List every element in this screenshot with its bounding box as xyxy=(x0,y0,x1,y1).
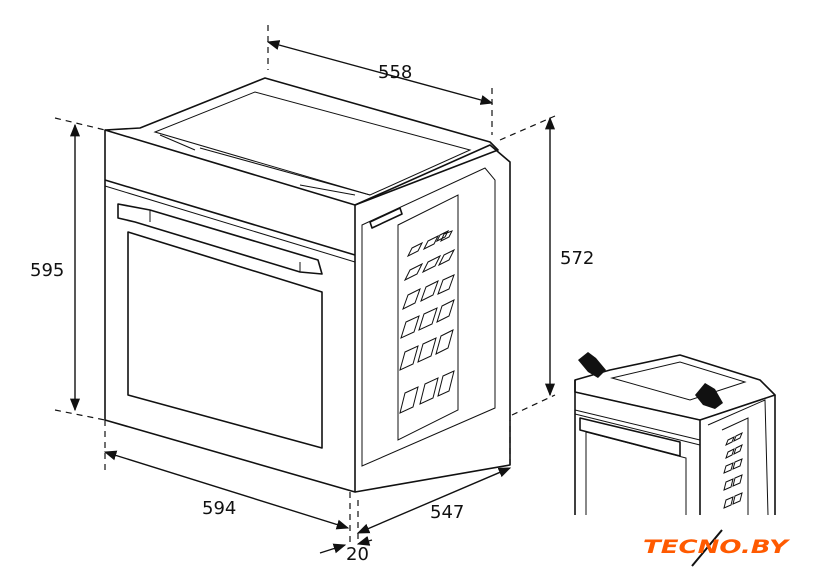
control-panel-edge xyxy=(104,179,356,256)
hand-icon xyxy=(695,383,723,409)
vent-grid xyxy=(399,229,456,414)
dimension-label-595: 595 xyxy=(30,260,64,281)
logo-slash xyxy=(691,529,723,567)
oven-front xyxy=(104,129,356,493)
oven-installation-illustration xyxy=(570,352,818,583)
oven-main xyxy=(104,77,511,493)
dimension-558: 558 xyxy=(266,25,494,135)
oven-top xyxy=(104,77,499,206)
tecno-by-logo: TECNO.BY xyxy=(643,529,791,567)
dimension-20: 20 xyxy=(319,536,373,565)
dimension-547: 547 xyxy=(356,420,512,540)
dimension-595: 595 xyxy=(30,117,106,421)
dimension-label-20: 20 xyxy=(346,544,369,565)
logo-text: TECNO.BY xyxy=(643,536,791,558)
hand-icon xyxy=(578,352,606,378)
dimension-label-547: 547 xyxy=(430,502,464,523)
dimension-label-572: 572 xyxy=(560,248,594,269)
dimension-label-594: 594 xyxy=(202,498,236,519)
dimension-572: 572 xyxy=(499,115,594,416)
door-handle xyxy=(117,203,323,275)
small-vent-grid xyxy=(723,431,743,509)
oven-side xyxy=(354,144,511,493)
dimension-594: 594 xyxy=(103,420,351,545)
door-window xyxy=(127,231,323,449)
dimension-label-558: 558 xyxy=(378,62,412,83)
